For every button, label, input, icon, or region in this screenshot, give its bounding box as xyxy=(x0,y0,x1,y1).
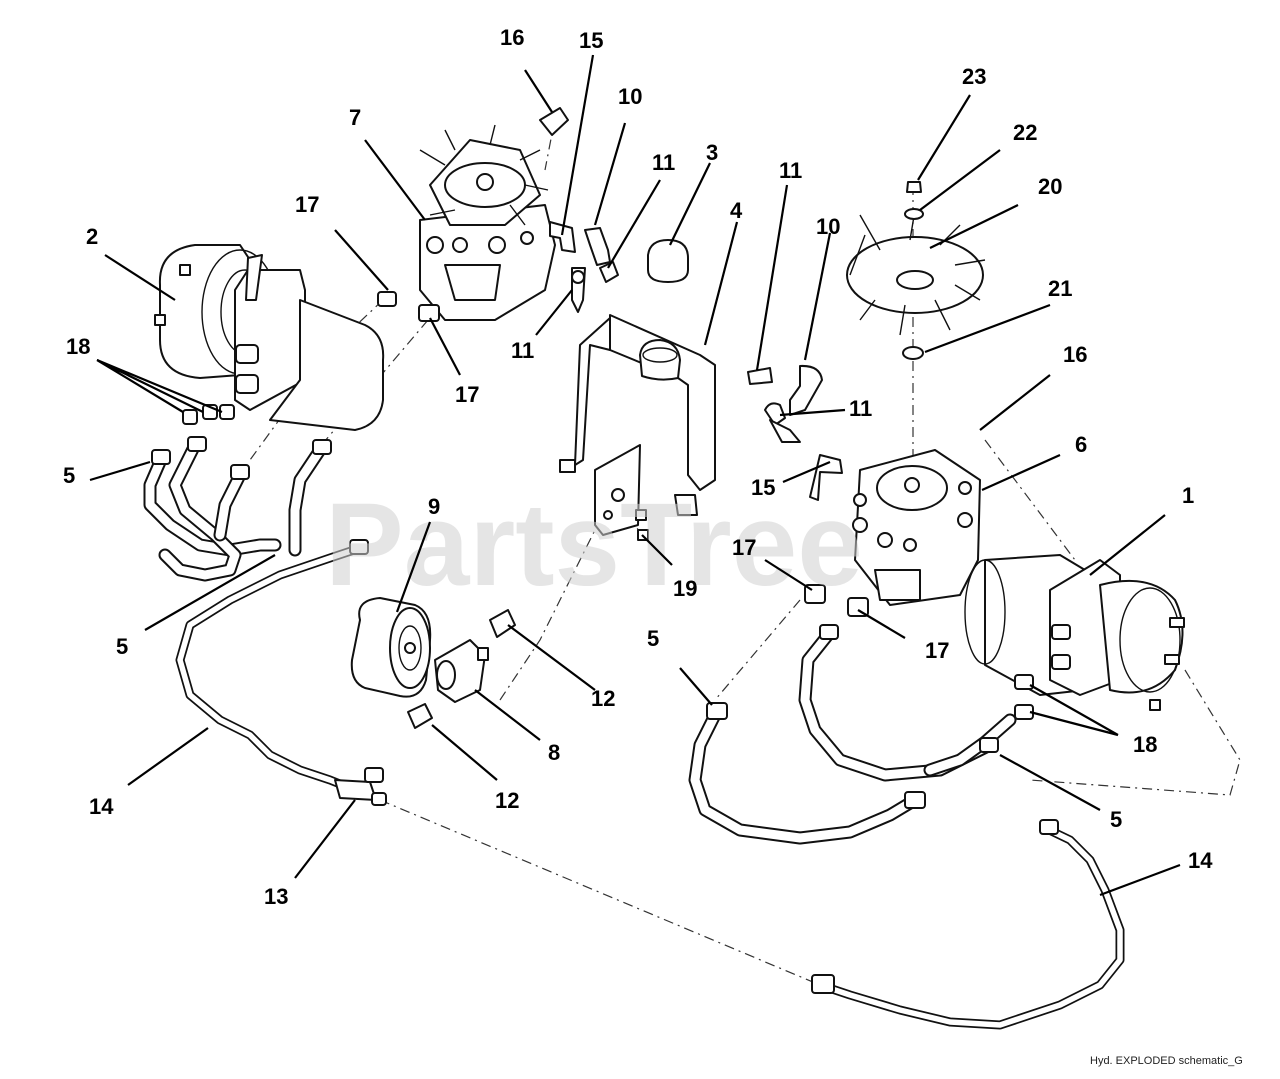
callout-19: 19 xyxy=(673,576,697,601)
callout-21: 21 xyxy=(1048,276,1072,301)
callout-10: 10 xyxy=(816,214,840,239)
right-hoses xyxy=(688,584,1034,845)
callout-17: 17 xyxy=(925,638,949,663)
diagram-caption: Hyd. EXPLODED schematic_G xyxy=(1090,1055,1243,1067)
callout-11: 11 xyxy=(652,150,675,175)
callout-15: 15 xyxy=(751,475,775,500)
callout-9: 9 xyxy=(428,494,440,519)
callout-23: 23 xyxy=(962,64,986,89)
callout-13: 13 xyxy=(264,884,288,909)
tube-14-right xyxy=(811,819,1125,1030)
callout-16: 16 xyxy=(1063,342,1087,367)
callout-1: 1 xyxy=(1182,483,1194,508)
callout-11: 11 xyxy=(511,338,534,363)
callout-6: 6 xyxy=(1075,432,1087,457)
callout-18: 18 xyxy=(66,334,90,359)
tube-14-left xyxy=(175,539,369,793)
callout-16: 16 xyxy=(500,25,524,50)
callout-12: 12 xyxy=(591,686,615,711)
callout-7: 7 xyxy=(349,105,361,130)
filter-head xyxy=(434,639,489,703)
callout-17: 17 xyxy=(732,535,756,560)
callout-14: 14 xyxy=(89,794,114,819)
right-pump-motor xyxy=(964,554,1185,711)
left-pump-motor xyxy=(154,244,385,431)
fittings-12 xyxy=(407,609,516,729)
callout-5: 5 xyxy=(1110,807,1122,832)
left-hoses xyxy=(143,404,332,582)
callout-3: 3 xyxy=(706,140,718,165)
right-hydro-pump xyxy=(852,449,981,606)
hose-10-left xyxy=(571,227,619,313)
callout-4: 4 xyxy=(730,198,743,223)
tee-fitting xyxy=(334,767,387,806)
callout-5: 5 xyxy=(647,626,659,651)
callout-5: 5 xyxy=(116,634,128,659)
partstree-watermark: PartsTree xyxy=(325,479,863,611)
left-fittings xyxy=(377,107,576,322)
callout-8: 8 xyxy=(548,740,560,765)
callout-11: 11 xyxy=(779,158,802,183)
leader-lines xyxy=(89,54,1181,897)
reservoir-tank xyxy=(559,314,716,516)
oil-filter xyxy=(350,597,432,698)
callout-17: 17 xyxy=(295,192,319,217)
callout-5: 5 xyxy=(63,463,75,488)
right-fan xyxy=(846,181,986,360)
callout-18: 18 xyxy=(1133,732,1157,757)
callout-15: 15 xyxy=(579,28,603,53)
reservoir-cap xyxy=(647,239,689,283)
callout-11: 11 xyxy=(849,396,872,421)
callout-17: 17 xyxy=(455,382,479,407)
left-hydro-pump xyxy=(419,124,556,321)
callout-12: 12 xyxy=(495,788,519,813)
callout-labels: 1 2 3 4 5 5 5 5 6 7 8 9 10 10 11 11 11 1… xyxy=(63,25,1213,909)
callout-20: 20 xyxy=(1038,174,1062,199)
callout-14: 14 xyxy=(1188,848,1213,873)
callout-22: 22 xyxy=(1013,120,1037,145)
mount-bracket xyxy=(594,444,649,541)
callout-2: 2 xyxy=(86,224,98,249)
callout-10: 10 xyxy=(618,84,642,109)
